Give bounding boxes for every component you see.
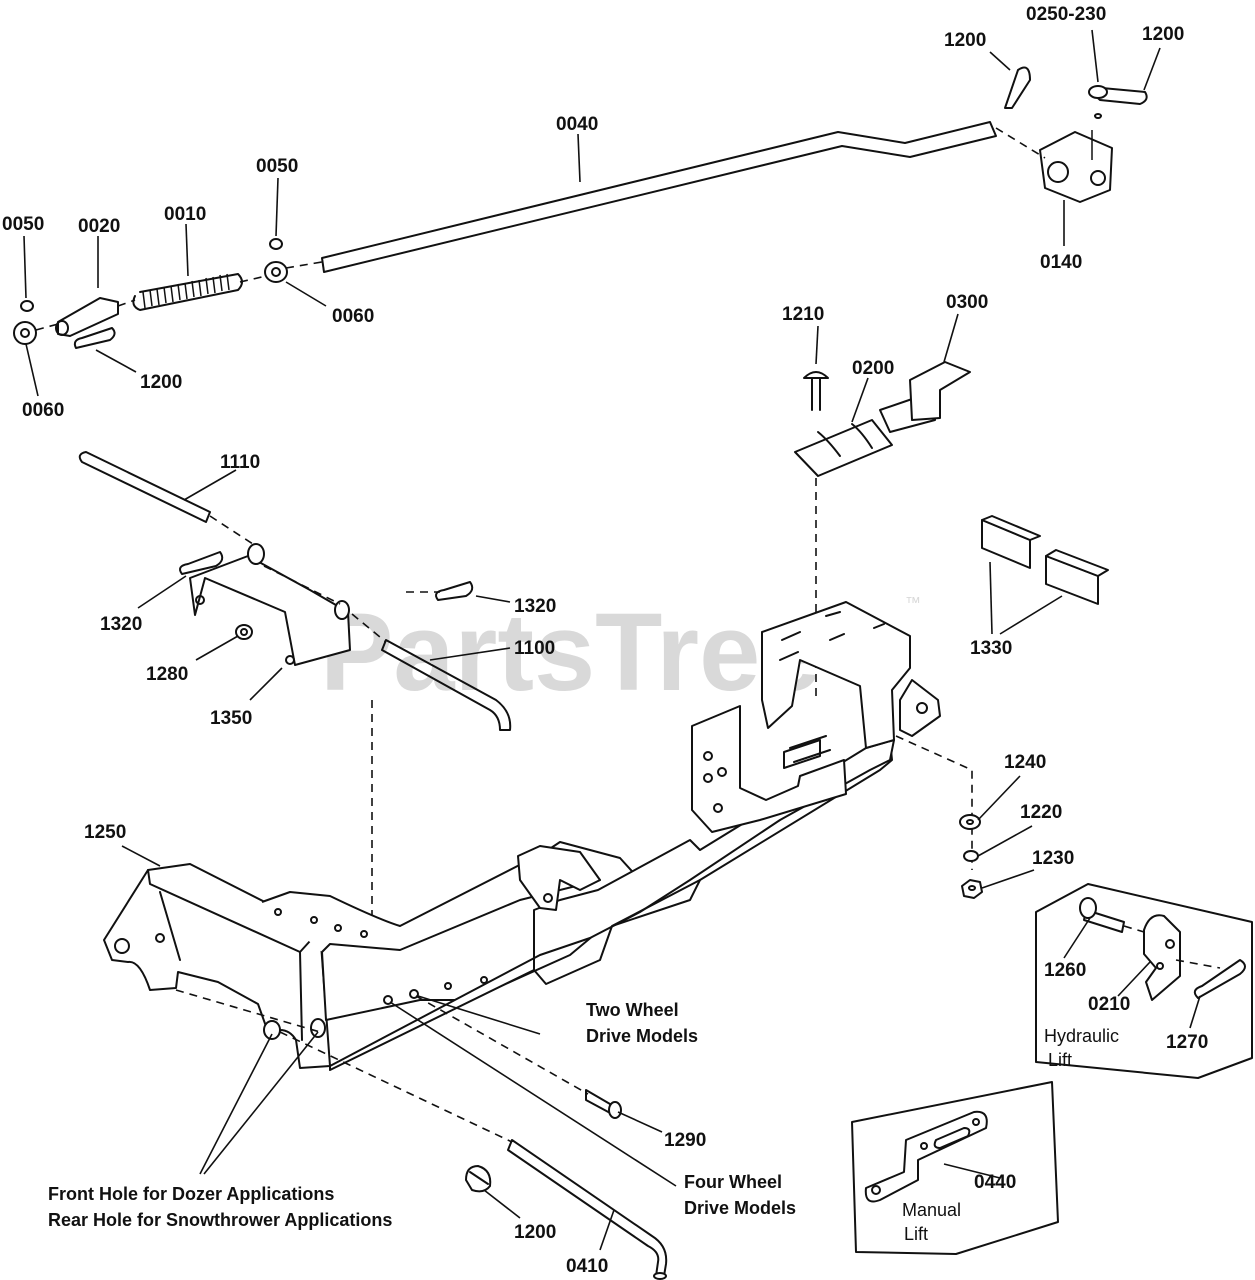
lock-nut-0050-left (20, 300, 34, 312)
dash-bracket-link (263, 565, 341, 605)
label-1290: 1290 (664, 1130, 706, 1151)
label-1200-top-left: 1200 (944, 30, 986, 51)
label-1350: 1350 (210, 708, 252, 729)
label-0300: 0300 (946, 292, 988, 313)
rocker-bracket-1350 (189, 543, 351, 666)
label-0140: 0140 (1040, 252, 1082, 273)
dash-frame-hardware (895, 735, 973, 870)
dash-trunnion-spring (117, 299, 136, 307)
caption-hydraulic-line2: Lift (1048, 1050, 1072, 1070)
dash-hydraulic-clip (1175, 959, 1221, 969)
label-0410: 0410 (566, 1256, 608, 1277)
hairpin-clip-1200-top-left (1004, 66, 1031, 109)
hairpin-clip-1200-bottom (465, 1165, 492, 1193)
pivot-rod-1110 (78, 451, 211, 523)
hairpin-clip-1320-left (179, 551, 224, 575)
label-1270: 1270 (1166, 1032, 1208, 1053)
dash-bumper-holes (175, 989, 321, 1033)
label-0200: 0200 (852, 358, 894, 379)
lock-nut-0050-mid (269, 238, 283, 250)
caption-manual-line2: Lift (904, 1224, 928, 1244)
label-1280: 1280 (146, 664, 188, 685)
washer-1240 (959, 814, 981, 830)
label-0050-left: 0050 (2, 214, 44, 235)
spacer-block-1330-a (981, 515, 1041, 569)
label-0060-mid: 0060 (332, 306, 374, 327)
washer-0250-230 (1088, 85, 1108, 119)
label-0060-left: 0060 (22, 400, 64, 421)
dash-collar-trunnion (35, 323, 59, 331)
label-1200-top-right: 1200 (1142, 24, 1184, 45)
spacer-block-1330-b (1045, 549, 1109, 605)
label-0040: 0040 (556, 114, 598, 135)
spring-0010 (132, 273, 243, 311)
label-1260: 1260 (1044, 960, 1086, 981)
label-1240: 1240 (1004, 752, 1046, 773)
main-frame-1250 (103, 601, 941, 1071)
dash-spring-collar (239, 275, 267, 283)
watermark-trademark: ™ (905, 595, 921, 612)
label-0250-230: 0250-230 (1026, 4, 1106, 25)
label-1100: 1100 (514, 638, 555, 659)
dash-frame-to-rod (279, 1031, 513, 1143)
hinge-plate-0200 (794, 419, 893, 477)
pivot-rod-0410 (507, 1139, 668, 1280)
bolt-1290 (585, 1089, 622, 1119)
label-0210: 0210 (1088, 994, 1130, 1015)
carriage-bolt-1210 (803, 371, 829, 411)
caption-hydraulic-line1: Hydraulic (1044, 1026, 1119, 1046)
dash-rod1110 (209, 515, 257, 547)
note-two-wheel-line2: Drive Models (586, 1026, 698, 1046)
label-1320-left: 1320 (100, 614, 142, 635)
label-1200-bottom: 1200 (514, 1222, 556, 1243)
hairpin-clip-1270 (1193, 959, 1246, 999)
hex-nut-1230 (961, 879, 983, 899)
watermark: PartsTree (320, 591, 821, 714)
lift-bracket-0140 (1039, 130, 1113, 203)
dash-hydraulic-pin (1123, 925, 1145, 933)
label-1330: 1330 (970, 638, 1012, 659)
note-two-wheel-line1: Two Wheel (586, 1000, 679, 1020)
hairpin-clip-1200-left (73, 327, 116, 349)
label-0050-mid: 0050 (256, 156, 298, 177)
label-1250: 1250 (84, 822, 126, 843)
lift-rod-0040 (321, 121, 997, 273)
label-0440: 0440 (974, 1172, 1016, 1193)
label-1320-right: 1320 (514, 596, 556, 617)
caption-manual-line1: Manual (902, 1200, 961, 1220)
note-four-wheel-line1: Four Wheel (684, 1172, 782, 1192)
manual-lift-inset (851, 1081, 1059, 1255)
label-1200-left: 1200 (140, 372, 182, 393)
label-1230: 1230 (1032, 848, 1074, 869)
note-four-wheel-line2: Drive Models (684, 1198, 796, 1218)
dash-frame-to-bolt (415, 995, 589, 1095)
label-1210: 1210 (782, 304, 824, 325)
collar-0060-left (13, 321, 37, 345)
hydraulic-lift-inset (1035, 883, 1253, 1079)
collar-0060-mid (264, 261, 288, 283)
pivot-rod-1100 (381, 639, 512, 731)
washer-1280 (235, 624, 253, 640)
trunnion-0020 (55, 297, 119, 337)
label-0010: 0010 (164, 204, 206, 225)
lock-washer-1220 (963, 850, 979, 862)
dash-rod1100 (351, 613, 387, 643)
label-0020: 0020 (78, 216, 120, 237)
dash-rod-to-bracket (995, 127, 1046, 159)
lift-link-0440 (864, 1110, 988, 1203)
label-1220: 1220 (1020, 802, 1062, 823)
dash-collar-rod (285, 261, 323, 269)
hairpin-clip-1320-right (435, 581, 474, 601)
note-front-hole: Front Hole for Dozer Applications (48, 1184, 334, 1204)
leader-lines (23, 29, 1201, 1251)
clevis-pin-1260 (1079, 897, 1125, 933)
label-1110: 1110 (220, 452, 260, 473)
lift-link-0210 (1143, 914, 1181, 1001)
pivot-bracket-0300 (879, 361, 971, 433)
note-rear-hole: Rear Hole for Snowthrower Applications (48, 1210, 392, 1230)
